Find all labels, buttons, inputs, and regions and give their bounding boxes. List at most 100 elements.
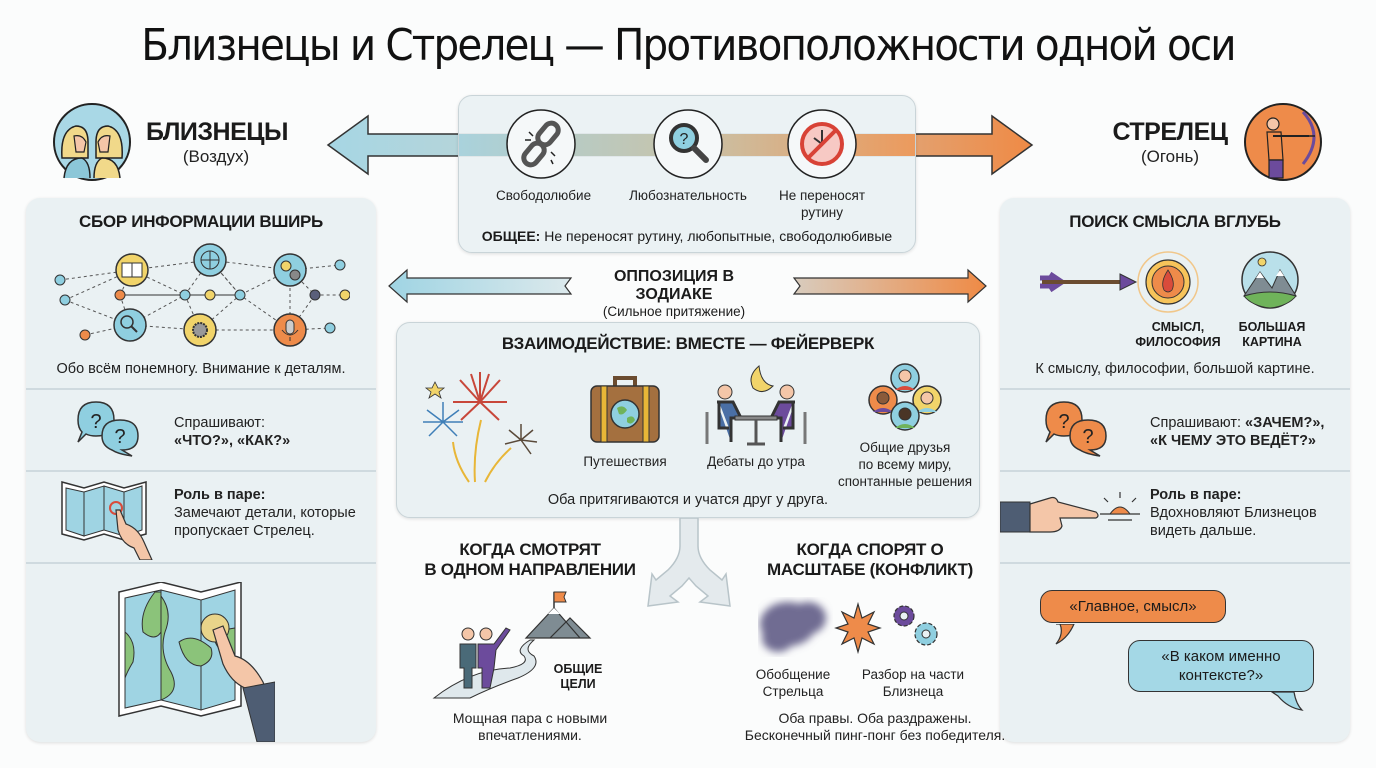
interaction-caption: Оба притягиваются и учатся друг у друга. (547, 492, 829, 508)
conflict-caption-1: Оба правы. Оба раздражены. (778, 710, 972, 726)
mountain-icon (1241, 251, 1299, 309)
same-direction-title-2: В ОДНОМ НАПРАВЛЕНИИ (424, 560, 636, 579)
fireworks-icon (423, 372, 538, 483)
trait-curiosity: ? Любознательность (618, 108, 758, 204)
conflict-caption-2: Бесконечный пинг-понг без победителя. (744, 727, 1006, 743)
shared-goals-label-2: ЦЕЛИ (560, 677, 596, 691)
sagittarius-asks-q2: «К ЧЕМУ ЭТО ВЕДЁТ?» (1150, 433, 1316, 449)
sagittarius-divider-3 (1000, 562, 1350, 564)
opposition-label: ОППОЗИЦИЯ В ЗОДИАКЕ (Сильное притяжение) (574, 268, 774, 319)
meaning-label-2: ФИЛОСОФИЯ (1135, 335, 1221, 349)
sagittarius-asks-q1: «ЗАЧЕМ?», (1245, 415, 1325, 431)
world-map-icon (118, 582, 275, 742)
no-clock-icon (787, 109, 857, 179)
speech-bubble-meaning-text: «Главное, смысл» (1069, 598, 1197, 615)
meaning-label-1: СМЫСЛ, (1151, 320, 1205, 334)
speech-bubble-context: «В каком именно контексте?» (1128, 640, 1314, 692)
gemini-divider-2 (26, 470, 376, 472)
conflict-title-2: МАСШТАБЕ (КОНФЛИКТ) (767, 560, 973, 579)
gears-node (273, 253, 307, 287)
search-node (113, 308, 147, 342)
burst-icon (834, 601, 882, 655)
trait-no-routine-label-1: Не переносят (778, 188, 866, 203)
book-node (115, 253, 149, 287)
bubble-tail-orange (1055, 624, 1075, 645)
arrow-target-icon (1040, 251, 1299, 313)
speech-bubble-context-line-1: «В каком именно (1161, 648, 1281, 665)
sagittarius-element: (Огонь) (1140, 147, 1200, 166)
debate-icon (705, 365, 807, 446)
bubble-tail-blue (1270, 692, 1304, 711)
common-summary: ОБЩЕЕ: Не переносят рутину, любопытные, … (458, 228, 916, 244)
interaction-travel-label: Путешествия (583, 454, 667, 469)
gemini-avatar (52, 102, 132, 182)
gemini-name: БЛИЗНЕЦЫ (146, 118, 288, 146)
interaction-title: ВЗАИМОДЕЙСТВИЕ: ВМЕСТЕ — ФЕЙЕРВЕРК (501, 334, 875, 353)
conflict-right-label-1: Разбор на части (861, 667, 965, 682)
sagittarius-avatar (1243, 102, 1323, 182)
gemini-element: (Воздух) (182, 147, 250, 166)
svg-text:?: ? (90, 411, 101, 433)
sagittarius-role-text-2: видеть дальше. (1150, 523, 1257, 539)
cloud-icon (760, 602, 826, 652)
sagittarius-divider-2 (1000, 470, 1350, 472)
conflict-left-label-1: Обобщение (755, 667, 831, 682)
same-direction-caption-2: впечатлениями. (478, 727, 582, 743)
interaction-friends-label-2: по всему миру, (858, 457, 952, 472)
gemini-role-text-1: Замечают детали, которые (174, 505, 356, 521)
conflict-right-label-2: Близнеца (882, 684, 944, 699)
gemini-role-text-2: пропускает Стрелец. (174, 523, 315, 539)
big-picture-label-2: КАРТИНА (1242, 335, 1302, 349)
interaction-friends: Общие друзья по всему миру, спонтанные р… (835, 362, 975, 490)
mic-node (273, 313, 307, 347)
shared-goals-icon (432, 591, 592, 699)
fork-arrow (647, 518, 731, 607)
orange-question-bubbles-icon: ? ? (1045, 401, 1107, 457)
page-title: Близнецы и Стрелец — Противоположности о… (141, 20, 1236, 71)
speech-bubble-meaning: «Главное, смысл» (1040, 590, 1226, 623)
trait-no-routine: Не переносят рутину (772, 108, 872, 221)
interaction-travel: Путешествия (570, 372, 680, 470)
same-direction-title-1: КОГДА СМОТРЯТ (459, 540, 601, 559)
map-pointing-icon (61, 481, 153, 560)
gemini-network-caption: Обо всём понемногу. Внимание к деталям. (56, 361, 346, 377)
gemini-section-title: СБОР ИНФОРМАЦИИ ВШИРЬ (79, 212, 323, 231)
twins-icon (53, 103, 131, 181)
gemini-role-label: Роль в паре: (174, 487, 266, 503)
svg-text:?: ? (1058, 411, 1069, 433)
sagittarius-divider-1 (1000, 388, 1350, 390)
sagittarius-section-title: ПОИСК СМЫСЛА ВГЛУБЬ (1069, 212, 1281, 231)
suitcase-icon (590, 376, 660, 443)
interaction-friends-label-3: спонтанные решения (837, 474, 973, 489)
common-summary-text: Не переносят рутину, любопытные, свободо… (544, 228, 893, 244)
common-summary-label: ОБЩЕЕ: (481, 228, 541, 244)
shared-goals-label-1: ОБЩИЕ (553, 662, 603, 676)
globe-node (193, 243, 227, 277)
interaction-friends-label-1: Общие друзья (859, 440, 951, 455)
trait-no-routine-label-2: рутину (800, 205, 844, 220)
gear-node (183, 313, 217, 347)
opposition-arrow-left (388, 268, 573, 304)
archer-icon (1244, 103, 1322, 181)
gemini-divider-1 (26, 388, 376, 390)
friends-icon (868, 363, 942, 431)
magnifier-question-icon: ? (653, 109, 723, 179)
big-picture-label-1: БОЛЬШАЯ (1238, 320, 1306, 334)
svg-text:?: ? (114, 426, 125, 448)
opposition-arrow-right (792, 268, 987, 304)
interaction-debate-label: Дебаты до утра (707, 454, 805, 469)
same-direction-caption-1: Мощная пара с новыми (452, 710, 608, 726)
svg-text:?: ? (680, 131, 689, 148)
conflict-icons (760, 601, 938, 655)
trait-curiosity-label: Любознательность (629, 188, 747, 203)
trait-freedom-label: Свободолюбие (496, 188, 592, 203)
conflict-title-1: КОГДА СПОРЯТ О (796, 540, 944, 559)
svg-text:?: ? (1082, 426, 1093, 448)
interaction-debate: Дебаты до утра (696, 362, 816, 470)
sagittarius-role-label: Роль в паре: (1150, 487, 1242, 503)
pointing-horizon-icon (1000, 492, 1140, 533)
gears-icon (893, 605, 938, 646)
sagittarius-role-text-1: Вдохновляют Близнецов (1150, 505, 1317, 521)
info-network (54, 243, 350, 347)
gemini-asks-label: Спрашивают: (174, 415, 266, 431)
